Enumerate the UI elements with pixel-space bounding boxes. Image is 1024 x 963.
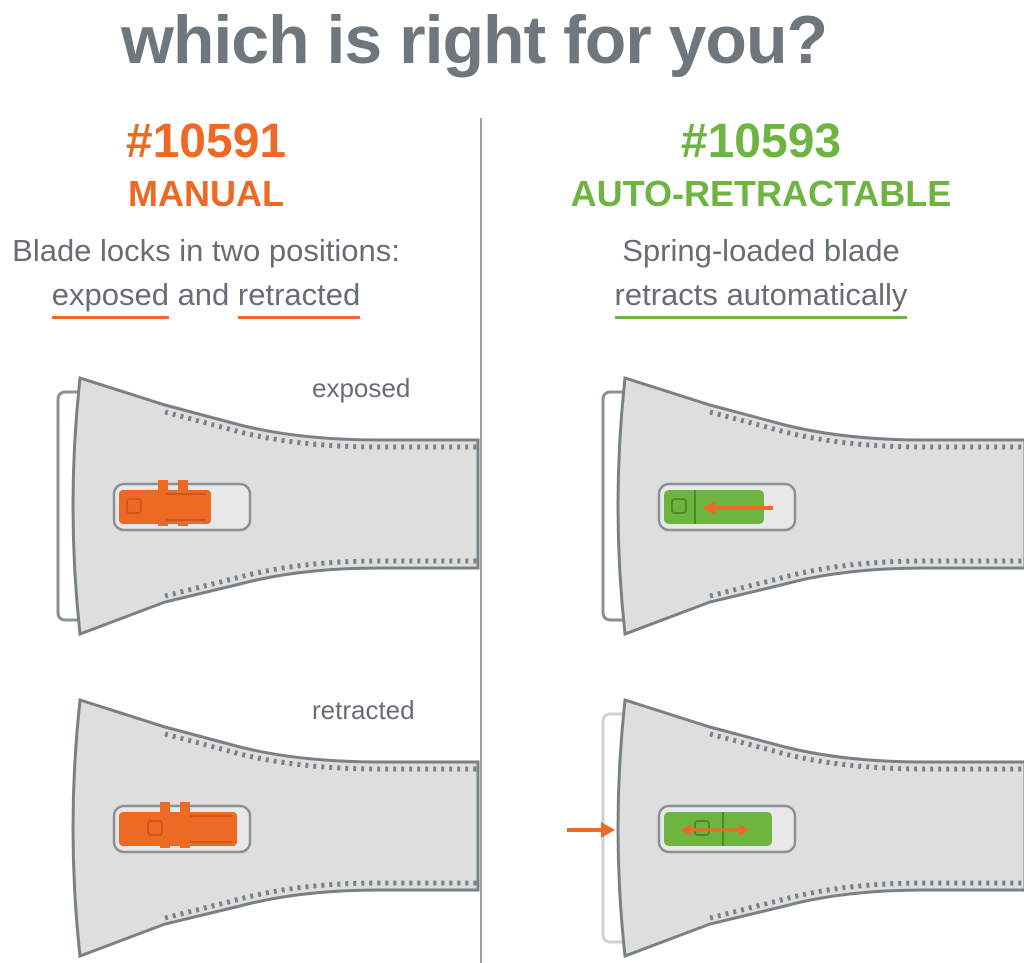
exposed-blade-outline <box>56 390 80 622</box>
column-divider <box>480 118 482 963</box>
manual-retracted-cutter <box>71 698 480 958</box>
auto-description-line2: retracts automatically <box>545 275 977 319</box>
auto-description-line1: Spring-loaded blade <box>622 233 900 268</box>
auto-retracted-cutter <box>567 698 1024 958</box>
auto-retracts-term: retracts automatically <box>614 277 908 319</box>
manual-model-number: #10591 <box>125 115 287 168</box>
retracted-state-label: retracted <box>312 695 415 725</box>
manual-retracted-term: retracted <box>237 277 361 319</box>
headline: which is right for you? <box>120 2 828 78</box>
auto-exposed-cutter <box>601 376 1024 636</box>
auto-model-number: #10593 <box>680 115 842 168</box>
exposed-state-label: exposed <box>312 373 411 403</box>
orange-slider-retracted <box>119 812 237 846</box>
manual-description-line2: exposed and retracted <box>0 275 412 319</box>
manual-joiner: and <box>168 277 238 312</box>
manual-exposed-term: exposed <box>51 277 169 319</box>
auto-type-label: AUTO-RETRACTABLE <box>570 173 952 214</box>
manual-type-label: MANUAL <box>128 173 284 214</box>
manual-exposed-cutter <box>56 376 480 636</box>
manual-description-line1: Blade locks in two positions: <box>12 233 400 268</box>
